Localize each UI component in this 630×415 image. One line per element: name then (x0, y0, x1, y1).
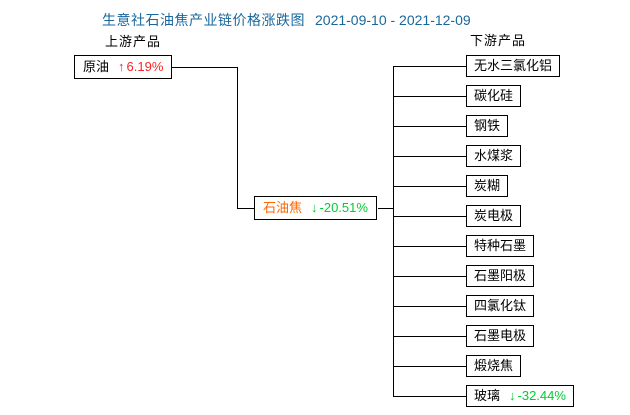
connector-crude-vertical (237, 67, 238, 209)
branch-line (393, 246, 466, 247)
node-petroleum-coke[interactable]: 石油焦 ↓-20.51% (254, 196, 377, 220)
page-title-text: 生意社石油焦产业链价格涨跌图 (102, 12, 305, 28)
node-special-graphite[interactable]: 特种石墨 (466, 235, 535, 257)
upstream-column-label: 上游产品 (105, 34, 162, 49)
down-arrow-icon: ↓ (509, 388, 516, 403)
branch-line (393, 96, 466, 97)
node-titanium-tetrachloride[interactable]: 四氯化钛 (466, 295, 535, 317)
node-label: 碳化硅 (474, 88, 514, 103)
node-carbon-electrode[interactable]: 炭电极 (466, 205, 522, 227)
node-graphite-anode[interactable]: 石墨阳极 (466, 265, 535, 287)
node-label: 四氯化钛 (474, 298, 527, 313)
crude-oil-change: 6.19% (126, 59, 164, 74)
node-crude-oil[interactable]: 原油 ↑6.19% (74, 55, 173, 79)
node-calcined-coke[interactable]: 煅烧焦 (466, 355, 522, 377)
node-label: 煅烧焦 (474, 358, 514, 373)
node-label: 无水三氯化铝 (474, 58, 553, 73)
node-label: 石墨阳极 (474, 268, 527, 283)
node-steel[interactable]: 钢铁 (466, 115, 509, 137)
connector-petcoke-to-trunk (378, 208, 394, 209)
node-anhydrous-aluminum-trichloride[interactable]: 无水三氯化铝 (466, 55, 561, 77)
node-label: 石墨电极 (474, 328, 527, 343)
node-glass[interactable]: 玻璃 ↓-32.44% (466, 385, 574, 407)
downstream-column-label: 下游产品 (470, 33, 527, 48)
up-arrow-icon: ↑ (118, 59, 125, 74)
node-label: 炭电极 (474, 208, 514, 223)
branch-line (393, 306, 466, 307)
branch-line (393, 216, 466, 217)
node-label: 炭糊 (474, 178, 501, 193)
node-crude-oil-label: 原油 (83, 59, 110, 74)
node-carbon-paste[interactable]: 炭糊 (466, 175, 509, 197)
node-silicon-carbide[interactable]: 碳化硅 (466, 85, 522, 107)
node-label: 特种石墨 (474, 238, 527, 253)
node-label: 钢铁 (474, 118, 501, 133)
branch-line (393, 396, 466, 397)
trunk-vertical (393, 66, 394, 397)
node-graphite-electrode[interactable]: 石墨电极 (466, 325, 535, 347)
page-title: 生意社石油焦产业链价格涨跌图 2021-09-10 - 2021-12-09 (102, 10, 471, 30)
branch-line (393, 336, 466, 337)
branch-line (393, 126, 466, 127)
down-arrow-icon: ↓ (311, 200, 318, 215)
branch-line (393, 186, 466, 187)
title-date-range: 2021-09-10 - 2021-12-09 (315, 12, 471, 28)
branch-line (393, 66, 466, 67)
node-petroleum-coke-label: 石油焦 (263, 200, 303, 215)
branch-line (393, 156, 466, 157)
node-label: 玻璃 (474, 388, 501, 403)
branch-line (393, 276, 466, 277)
connector-crude-horizontal (165, 67, 238, 68)
node-coal-water-slurry[interactable]: 水煤浆 (466, 145, 522, 167)
node-change: -32.44% (517, 388, 566, 403)
branch-line (393, 366, 466, 367)
connector-into-petcoke (237, 208, 255, 209)
petroleum-coke-change: -20.51% (319, 200, 368, 215)
node-label: 水煤浆 (474, 148, 514, 163)
